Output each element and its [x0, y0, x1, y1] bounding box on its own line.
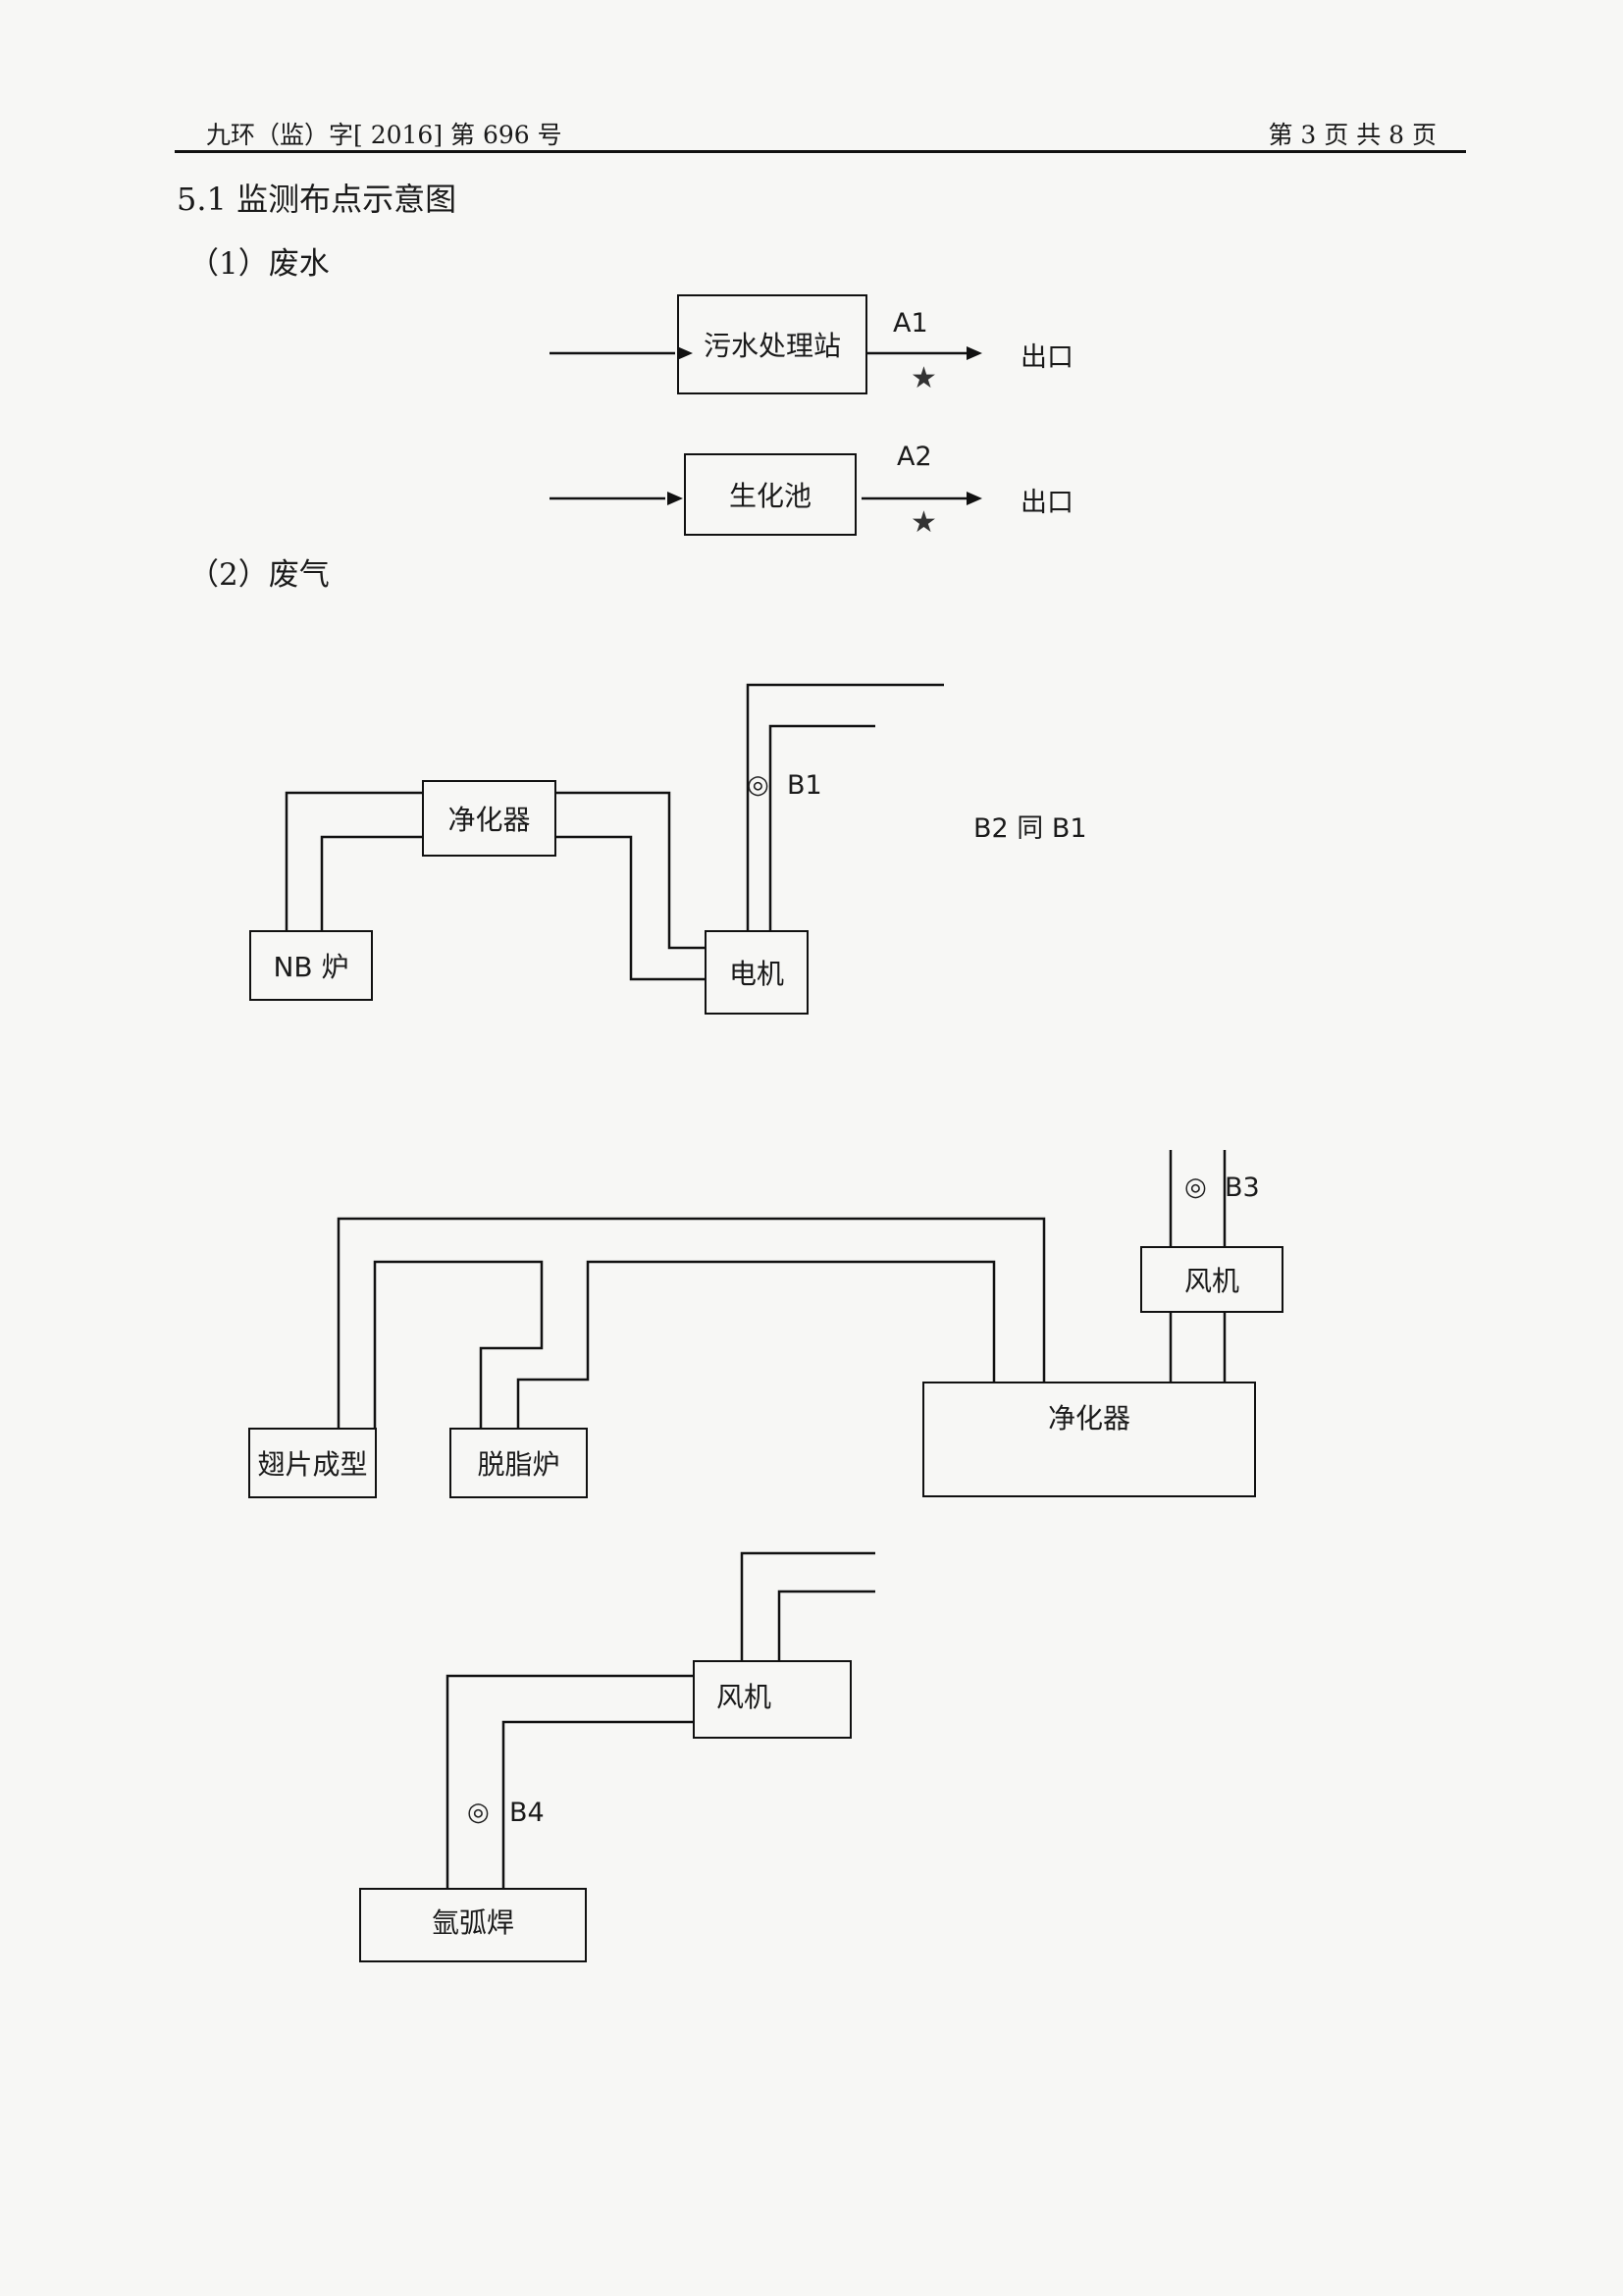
fin-forming-box: 翅片成型	[248, 1428, 377, 1498]
pipe-g3-inner	[501, 1720, 693, 1888]
point-b3: B3	[1225, 1173, 1260, 1203]
fin-forming-label: 翅片成型	[257, 1448, 368, 1481]
pipe-g1-outer-right	[556, 791, 705, 950]
biochemical-tank-label: 生化池	[728, 480, 812, 512]
sampling-marker-b3: ◎	[1184, 1173, 1207, 1202]
point-b1: B1	[787, 770, 822, 801]
fan-label-g3: 风机	[716, 1681, 772, 1713]
point-b4: B4	[509, 1798, 545, 1828]
pipe-g1-inner-right	[556, 835, 705, 981]
stack-g3-outer	[740, 1551, 875, 1660]
motor-box: 电机	[705, 930, 809, 1015]
stack-g3-inner	[777, 1590, 875, 1660]
point-a2: A2	[897, 442, 932, 472]
purifier-box-g1: 净化器	[422, 780, 556, 857]
pipe-g2-outer	[337, 1217, 1046, 1428]
point-a1: A1	[893, 308, 928, 339]
pipe-g2-mid	[373, 1260, 544, 1428]
sampling-marker-b4: ◎	[467, 1798, 490, 1827]
sampling-marker-b1: ◎	[747, 770, 769, 800]
sewage-treatment-station-label: 污水处理站	[703, 330, 841, 362]
argon-welding-box: 氩弧焊	[359, 1888, 587, 1962]
inlet-arrowhead-a1	[677, 346, 693, 360]
pipe-g2-inner	[516, 1260, 996, 1428]
stack-g1-inner	[768, 724, 875, 930]
fan-box-g3: 风机	[693, 1660, 852, 1739]
nb-furnace-box: NB 炉	[249, 930, 373, 1001]
fan-box-g2: 风机	[1140, 1246, 1283, 1313]
outlet-arrowhead-a1	[967, 346, 982, 360]
degrease-furnace-box: 脱脂炉	[449, 1428, 588, 1498]
header-rule	[175, 150, 1466, 153]
exhaust-heading: （2）废气	[188, 557, 330, 593]
degrease-furnace-label: 脱脂炉	[477, 1448, 560, 1481]
page-indicator: 第 3 页 共 8 页	[1268, 121, 1437, 149]
sewage-treatment-station-box: 污水处理站	[677, 294, 867, 394]
pipe-g1-outer-left	[285, 791, 422, 930]
purifier-label-g1: 净化器	[447, 804, 531, 836]
b2-note: B2 同 B1	[973, 813, 1087, 844]
motor-label: 电机	[728, 958, 784, 990]
outlet-label-a1: 出口	[1021, 342, 1073, 373]
star-marker-a2: ★	[911, 505, 937, 540]
star-marker-a1: ★	[911, 361, 937, 395]
section-title: 5.1 监测布点示意图	[177, 181, 457, 218]
biochemical-tank-box: 生化池	[684, 453, 857, 536]
argon-welding-label: 氩弧焊	[431, 1906, 514, 1939]
nb-furnace-label: NB 炉	[273, 951, 349, 983]
inlet-arrowhead-a2	[667, 492, 683, 505]
purifier-label-g2: 净化器	[1047, 1402, 1130, 1435]
outlet-arrowhead-a2	[967, 492, 982, 505]
stack-g1-outer	[746, 683, 944, 930]
wastewater-heading: （1）废水	[188, 246, 330, 282]
outlet-label-a2: 出口	[1021, 488, 1073, 518]
pipe-g1-inner-left	[320, 835, 422, 930]
fan-label-g2: 风机	[1183, 1265, 1239, 1297]
pipe-g3-outer	[445, 1674, 693, 1888]
purifier-box-g2: 净化器	[922, 1382, 1256, 1497]
document-number: 九环（监）字[ 2016] 第 696 号	[206, 121, 562, 149]
